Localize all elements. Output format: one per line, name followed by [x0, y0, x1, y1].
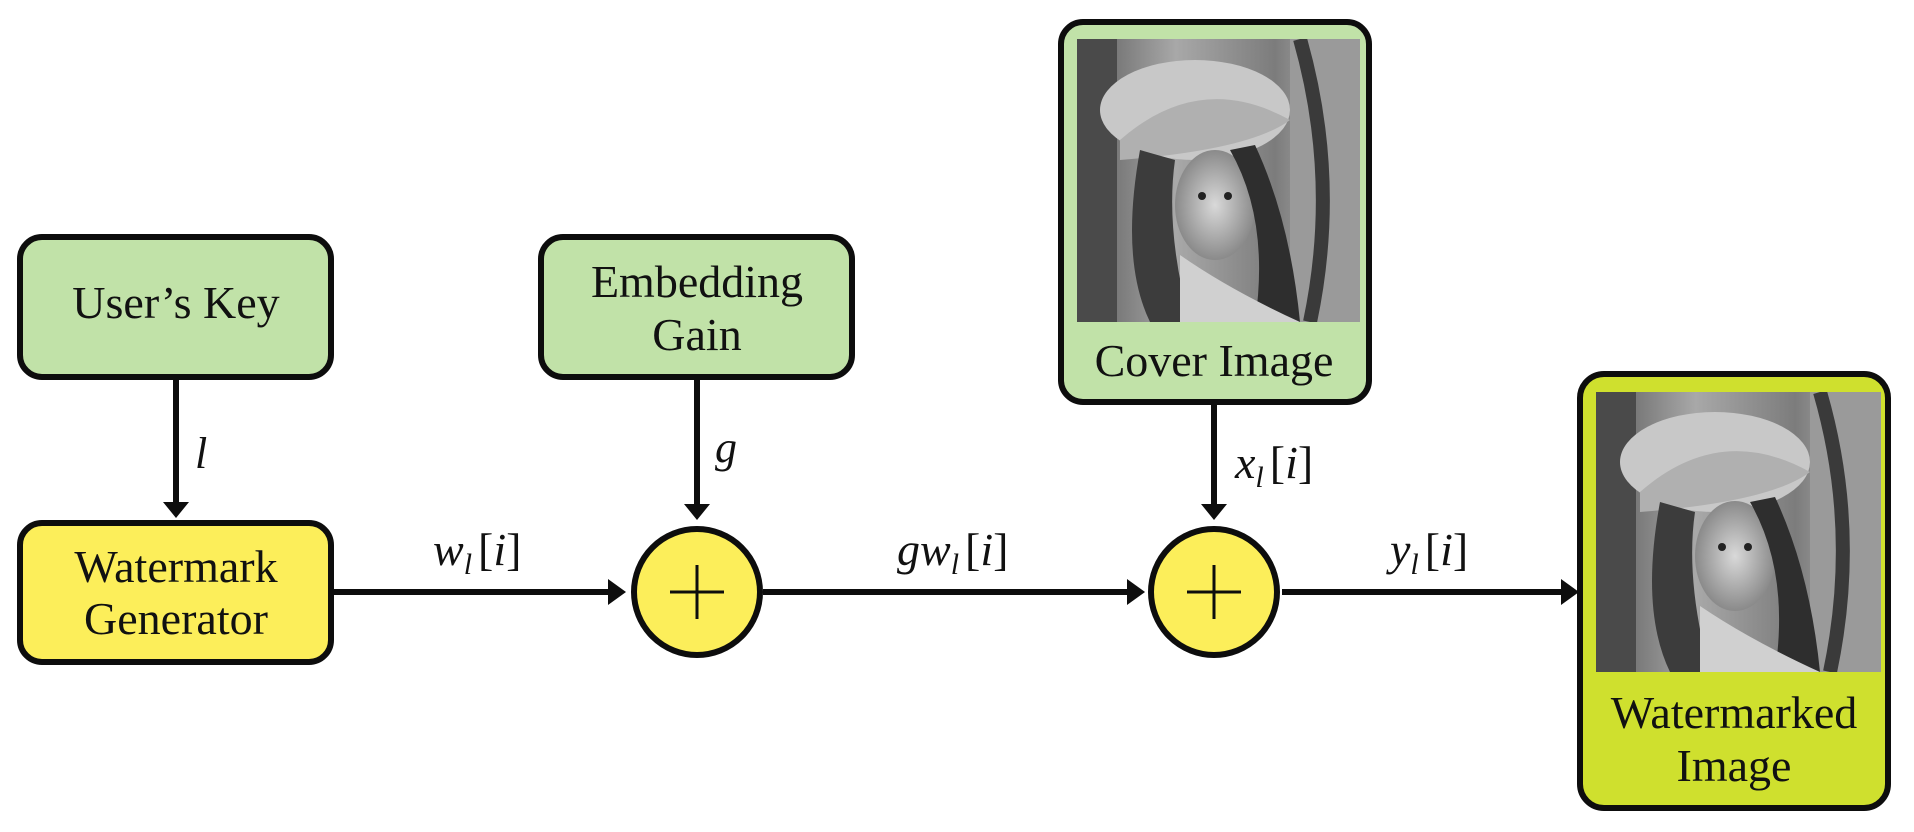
- adder-1: [631, 526, 763, 658]
- arrow-head-icon: [1127, 579, 1145, 605]
- signal-w-idx: i: [493, 524, 506, 575]
- signal-label-y: yl[i]: [1386, 524, 1468, 581]
- users-key-label: User’s Key: [72, 277, 279, 328]
- signal-gw-open: [: [965, 524, 980, 575]
- arrow-head-icon: [684, 504, 710, 520]
- signal-x-idx: i: [1285, 437, 1298, 488]
- signal-gw-close: ]: [993, 524, 1008, 575]
- watermark-generator-box: [17, 520, 334, 665]
- watermarked-image-label-line1: Watermarked: [1611, 687, 1858, 738]
- signal-x-var: x: [1234, 437, 1256, 488]
- arrow-head-icon: [1201, 504, 1227, 520]
- grayscale-portrait-photo-icon: [1077, 39, 1360, 322]
- signal-y-idx: i: [1440, 524, 1453, 575]
- watermarked-image-label-line2: Image: [1677, 740, 1792, 791]
- signal-gw-var: gw: [897, 524, 951, 575]
- signal-label-l: l: [195, 429, 207, 478]
- signal-w-close: ]: [506, 524, 521, 575]
- watermarked-image-block: Watermarked Image: [1577, 371, 1891, 811]
- signal-label-gw: gwl[i]: [897, 524, 1008, 581]
- signal-gw-sub: l: [951, 548, 959, 581]
- watermark-generator-label-line1: Watermark: [74, 541, 277, 592]
- watermark-generator-label-line2: Generator: [84, 593, 268, 644]
- watermarked-photo: [1596, 392, 1881, 672]
- adder-2-plus: [1187, 565, 1241, 619]
- signal-x-sub: l: [1255, 461, 1263, 494]
- adder-2: [1148, 526, 1280, 658]
- arrow-head-icon: [1561, 579, 1579, 605]
- signal-label-w: wl[i]: [433, 524, 521, 581]
- signal-label-g: g: [715, 423, 737, 472]
- cover-photo: [1077, 39, 1360, 322]
- cover-image-label: Cover Image: [1095, 335, 1334, 386]
- arrow-head-icon: [608, 579, 626, 605]
- signal-y-var: y: [1386, 524, 1411, 575]
- embedding-gain-box: [538, 234, 855, 380]
- signal-x-close: ]: [1298, 437, 1313, 488]
- arrow-head-icon: [163, 502, 189, 518]
- signal-g-var: g: [715, 423, 737, 472]
- grayscale-portrait-photo-icon: [1596, 392, 1881, 672]
- embedding-gain-label-line1: Embedding: [591, 256, 803, 307]
- connectors: [173, 378, 1567, 595]
- embedding-gain-label-line2: Gain: [652, 309, 741, 360]
- embedding-gain-block: Embedding Gain: [538, 234, 855, 380]
- signal-w-sub: l: [464, 548, 472, 581]
- adder-1-plus: [670, 565, 724, 619]
- signal-w-open: [: [478, 524, 493, 575]
- signal-w-var: w: [433, 524, 464, 575]
- arrow-heads: [163, 502, 1579, 605]
- cover-image-block: Cover Image: [1058, 19, 1372, 405]
- users-key-box: [17, 234, 334, 380]
- signal-y-sub: l: [1410, 548, 1418, 581]
- signal-label-x: xl[i]: [1234, 437, 1313, 494]
- signal-y-close: ]: [1453, 524, 1468, 575]
- signal-l-var: l: [195, 429, 207, 478]
- signal-gw-idx: i: [980, 524, 993, 575]
- signal-x-open: [: [1270, 437, 1285, 488]
- users-key-block: User’s Key: [17, 234, 334, 380]
- signal-y-open: [: [1425, 524, 1440, 575]
- watermark-generator-block: Watermark Generator: [17, 520, 334, 665]
